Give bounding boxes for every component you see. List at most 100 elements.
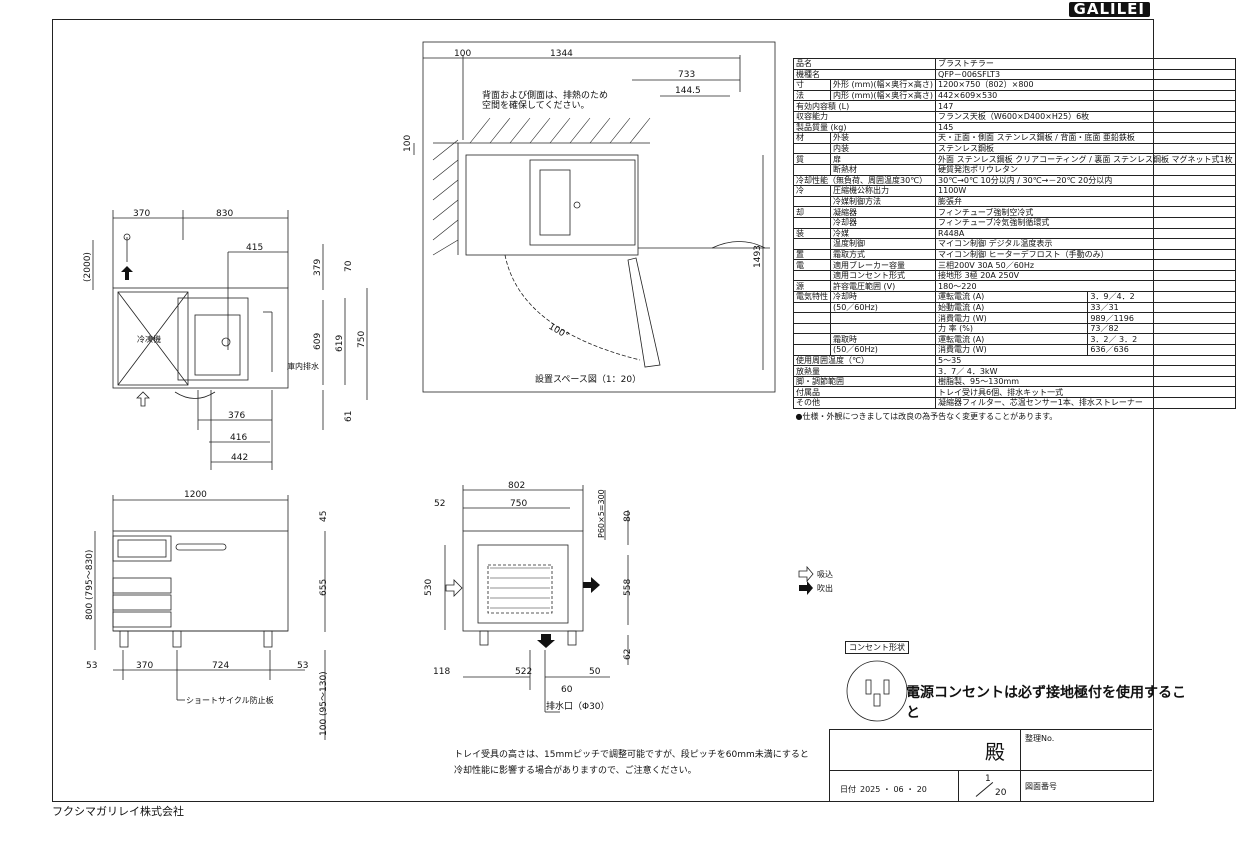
spec-value: 180～220 xyxy=(935,280,1236,293)
dim-front-45: 45 xyxy=(319,511,329,522)
spec-label: 外装 xyxy=(829,132,937,144)
spec-row: その他凝縮器フィルター、芯温センサー1本、排水ストレーナー xyxy=(792,397,1236,409)
spec-electric-label xyxy=(793,322,831,335)
spec-group xyxy=(793,195,831,208)
title-scale-den: 20 xyxy=(995,788,1007,798)
spec-value: R448A xyxy=(935,227,1236,240)
dim-top-609: 609 xyxy=(313,333,323,350)
spec-label: 放熱量 xyxy=(792,365,937,377)
dim-plan-angle: 100° xyxy=(547,322,571,342)
spec-value: 147 xyxy=(935,100,1236,112)
spec-electric-item: 運転電流 (A) xyxy=(935,291,1089,303)
spec-label: 適用ブレーカー容量 xyxy=(829,259,937,271)
spec-value: 5～35 xyxy=(935,354,1236,367)
spec-row: 材外装天・正面・側面 ステンレス鋼板 / 背面・底面 亜鉛鉄板 xyxy=(793,132,1236,144)
spec-label: その他 xyxy=(792,397,937,409)
spec-electric-value: 989／1196 xyxy=(1087,312,1236,324)
drawing-frame xyxy=(52,19,1154,802)
spec-row: 力 率 (%)73／82 xyxy=(793,322,1236,335)
spec-label: 冷媒制御方法 xyxy=(829,195,937,208)
spec-group: 置 xyxy=(793,248,831,261)
spec-label: 脚・調節範囲 xyxy=(792,375,937,388)
dim-top-376: 376 xyxy=(228,411,245,421)
intake-arrow-side xyxy=(445,579,463,597)
door-swing xyxy=(504,254,641,361)
spec-electric-label xyxy=(793,312,831,324)
spec-group xyxy=(793,269,831,282)
spec-electric-value: 73／82 xyxy=(1087,322,1236,335)
spec-row: 付属品トレイ受け具6個、排水キット一式 xyxy=(792,386,1236,398)
intake-arrow-legend xyxy=(798,565,814,583)
spec-label: 扉 xyxy=(829,153,937,165)
spec-label: 温度制御 xyxy=(829,238,937,250)
dim-front-53b: 53 xyxy=(297,661,308,671)
brand-logo: GALILEI xyxy=(1068,2,1150,17)
dim-plan-1445: 144.5 xyxy=(675,86,701,96)
spec-value: フィンチューブ強制空冷式 xyxy=(935,206,1236,218)
spec-value: フィンチューブ冷気強制循環式 xyxy=(935,216,1236,229)
top-view-outline xyxy=(112,287,289,389)
company-name: フクシマガリレイ株式会社 xyxy=(52,805,184,818)
spec-label: 付属品 xyxy=(792,386,937,398)
dim-side-750: 750 xyxy=(510,499,527,509)
spec-row: 脚・調節範囲樹脂製、95～130mm xyxy=(792,375,1236,388)
spec-group: 冷 xyxy=(793,185,831,197)
exhaust-arrow-top xyxy=(121,266,133,280)
title-seiri: 整理No. xyxy=(1025,734,1055,743)
dim-side-522: 522 xyxy=(515,667,532,677)
spec-value: 天・正面・側面 ステンレス鋼板 / 背面・底面 亜鉛鉄板 xyxy=(935,132,1236,144)
spec-label: 圧縮機公称出力 xyxy=(829,185,937,197)
wall-hatch xyxy=(432,117,651,256)
drawings-svg: 背面および側面は、排熱のため 空間を確保してください。 設置スペース図（1：20… xyxy=(83,41,908,740)
spec-label: 機種名 xyxy=(792,68,937,81)
dim-side-118: 118 xyxy=(433,667,450,677)
spec-electric-label xyxy=(793,344,831,356)
spec-row: 有効内容積 (L)147 xyxy=(792,100,1236,112)
spec-label: 霜取方式 xyxy=(829,248,937,261)
spec-group: 材 xyxy=(793,132,831,144)
spec-row: 却凝縮器フィンチューブ強制空冷式 xyxy=(793,206,1236,218)
tray-note-line1: トレイ受具の高さは、15mmピッチで調整可能ですが、段ピッチを60mm未満にする… xyxy=(454,750,809,760)
plan-note-1: 背面および側面は、排熱のため xyxy=(482,89,608,101)
spec-electric-mode xyxy=(829,322,937,335)
dim-plan-100: 100 xyxy=(454,49,471,59)
spec-row: 源許容電圧範囲 (V)180～220 xyxy=(793,280,1236,293)
title-date-label: 日付 xyxy=(840,785,856,794)
dim-front-370: 370 xyxy=(136,661,153,671)
spec-label: 内装 xyxy=(829,142,937,155)
dim-top-370: 370 xyxy=(133,209,150,219)
outlet-caption: コンセント形状 xyxy=(845,641,909,654)
spec-row: 電適用ブレーカー容量三相200V 30A 50／60Hz xyxy=(793,259,1236,271)
dim-side-60: 60 xyxy=(561,685,573,695)
title-zumen: 図面番号 xyxy=(1025,782,1057,791)
spec-value: 凝縮器フィルター、芯温センサー1本、排水ストレーナー xyxy=(935,397,1236,409)
spec-electric-value: 33／31 xyxy=(1087,301,1236,314)
spec-electric-item: 始動電流 (A) xyxy=(935,301,1089,314)
spec-value: マイコン制御 デジタル温度表示 xyxy=(935,238,1236,250)
spec-label: 収容能力 xyxy=(792,110,937,123)
spec-value: 外面 ステンレス鋼板 クリアコーティング / 裏面 ステンレス鋼板 マグネット式… xyxy=(935,153,1236,165)
spec-row: 温度制御マイコン制御 デジタル温度表示 xyxy=(793,238,1236,250)
dim-top-416: 416 xyxy=(230,433,247,443)
dim-plan-1493: 1493 xyxy=(753,245,763,268)
dim-side-62: 62 xyxy=(623,649,633,660)
spec-label: 内形 (mm)(幅×奥行×高さ) xyxy=(829,89,937,102)
dim-front-100: 100 (95～130) xyxy=(319,671,329,736)
spec-electric-value: 636／636 xyxy=(1087,344,1236,356)
spec-row: (50／60Hz)消費電力 (W)636／636 xyxy=(793,344,1236,356)
spec-row: 質扉外面 ステンレス鋼板 クリアコーティング / 裏面 ステンレス鋼板 マグネッ… xyxy=(793,153,1236,165)
spec-label: 外形 (mm)(幅×奥行×高さ) xyxy=(829,79,937,91)
spec-electric-mode: (50／60Hz) xyxy=(829,301,937,314)
dim-top-830: 830 xyxy=(216,209,233,219)
intake-arrow-top xyxy=(136,391,150,407)
dim-front-53a: 53 xyxy=(86,661,97,671)
spec-value: 442×609×530 xyxy=(935,89,1236,102)
top-label-cooler: 冷凍機 xyxy=(137,334,161,344)
dim-side-52: 52 xyxy=(434,499,445,509)
dim-front-655: 655 xyxy=(319,579,329,596)
spec-value: 3．7／ 4．3kW xyxy=(935,365,1236,377)
